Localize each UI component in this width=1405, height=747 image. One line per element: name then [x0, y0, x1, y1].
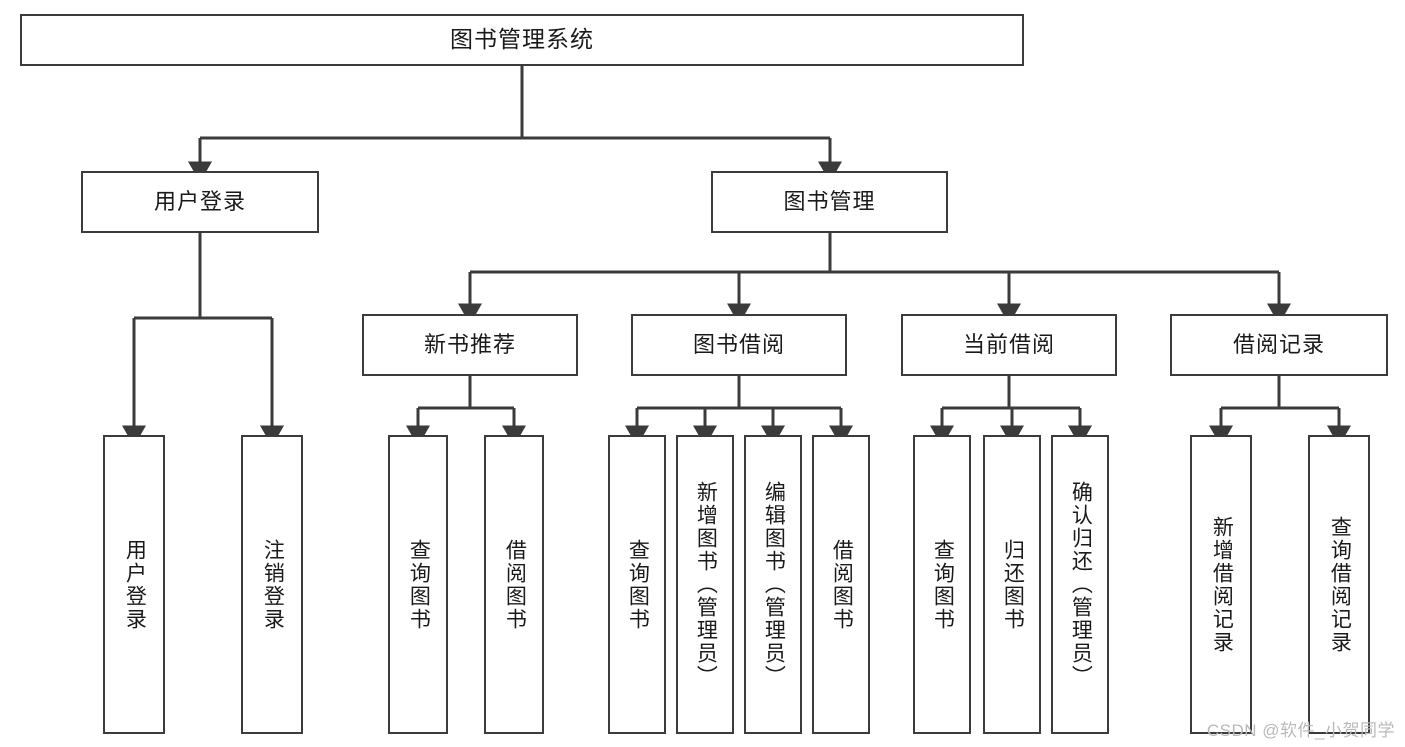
leaf-query-borrow-record-label: 查询借阅记录 [1328, 515, 1352, 654]
leaf-query-books-newbook-label: 查询图书 [407, 538, 431, 631]
leaf-confirm-return-admin-label: 确认归还（管理员） [1069, 481, 1093, 688]
leaf-query-books-borrow[interactable]: 查询图书 [608, 435, 666, 734]
node-root-label: 图书管理系统 [450, 26, 594, 53]
node-book-borrow-label: 图书借阅 [692, 331, 785, 357]
node-book-management[interactable]: 图书管理 [711, 171, 948, 233]
leaf-edit-book-admin[interactable]: 编辑图书（管理员） [744, 435, 802, 734]
leaf-user-login[interactable]: 用户登录 [103, 435, 165, 734]
node-book-borrow[interactable]: 图书借阅 [631, 314, 847, 376]
leaf-query-books-newbook[interactable]: 查询图书 [388, 435, 448, 734]
leaf-add-book-admin-label: 新增图书（管理员） [694, 481, 718, 688]
leaf-confirm-return-admin[interactable]: 确认归还（管理员） [1051, 435, 1109, 734]
node-user-login[interactable]: 用户登录 [81, 171, 319, 233]
leaf-query-books-current-label: 查询图书 [931, 538, 955, 631]
leaf-edit-book-admin-label: 编辑图书（管理员） [762, 481, 786, 688]
node-root[interactable]: 图书管理系统 [20, 14, 1024, 66]
leaf-borrow-books-newbook[interactable]: 借阅图书 [484, 435, 544, 734]
leaf-return-books[interactable]: 归还图书 [983, 435, 1041, 734]
leaf-query-books-borrow-label: 查询图书 [626, 538, 650, 631]
leaf-add-borrow-record-label: 新增借阅记录 [1210, 515, 1234, 654]
leaf-add-book-admin[interactable]: 新增图书（管理员） [676, 435, 734, 734]
node-current-borrow[interactable]: 当前借阅 [901, 314, 1117, 376]
leaf-logout-login[interactable]: 注销登录 [241, 435, 303, 734]
leaf-query-borrow-record[interactable]: 查询借阅记录 [1308, 435, 1370, 734]
node-user-login-label: 用户登录 [153, 188, 246, 214]
node-new-book-recommend-label: 新书推荐 [423, 331, 516, 357]
leaf-logout-login-label: 注销登录 [261, 538, 285, 631]
csdn-watermark: CSDN @软件_小贺同学 [1206, 721, 1395, 740]
node-current-borrow-label: 当前借阅 [962, 331, 1055, 357]
node-borrow-record[interactable]: 借阅记录 [1170, 314, 1388, 376]
leaf-return-books-label: 归还图书 [1001, 538, 1025, 631]
node-book-management-label: 图书管理 [783, 188, 876, 214]
leaf-borrow-books-borrow-label: 借阅图书 [830, 538, 854, 631]
node-new-book-recommend[interactable]: 新书推荐 [362, 314, 578, 376]
leaf-add-borrow-record[interactable]: 新增借阅记录 [1190, 435, 1252, 734]
leaf-query-books-current[interactable]: 查询图书 [913, 435, 971, 734]
leaf-borrow-books-newbook-label: 借阅图书 [503, 538, 527, 631]
node-borrow-record-label: 借阅记录 [1232, 331, 1325, 357]
leaf-user-login-label: 用户登录 [123, 538, 147, 631]
leaf-borrow-books-borrow[interactable]: 借阅图书 [812, 435, 870, 734]
